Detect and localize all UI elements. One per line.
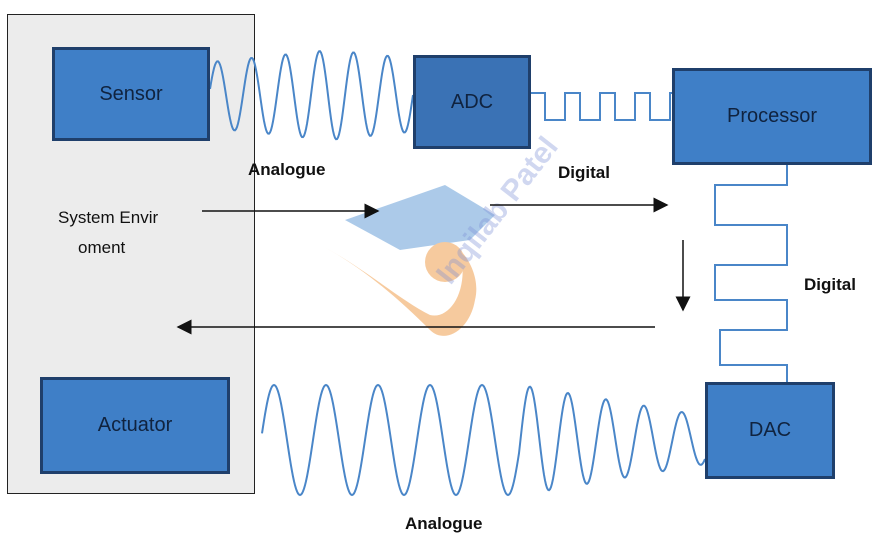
digital-label-right: Digital <box>804 275 856 294</box>
adc-label: ADC <box>450 90 494 113</box>
watermark-head <box>425 242 465 282</box>
processor-label: Processor <box>726 105 818 127</box>
sensor-block: Sensor <box>52 47 210 141</box>
processor-block: Processor <box>672 68 872 165</box>
environment-label-line1: System Envir <box>58 208 159 227</box>
sensor-label: Sensor <box>99 82 163 105</box>
digital-wave-top <box>530 92 672 121</box>
adc-block: ADC <box>413 55 531 149</box>
digital-wave-right <box>714 165 788 385</box>
dac-block: DAC <box>705 382 835 479</box>
analogue-label-bottom: Analogue <box>405 514 483 533</box>
watermark-cap <box>345 185 495 250</box>
analogue-label-top: Analogue <box>248 160 326 179</box>
environment-label: System Envir oment <box>58 203 158 263</box>
digital-label-top: Digital <box>558 163 610 182</box>
analogue-wave-bottom <box>261 383 706 497</box>
actuator-block: Actuator <box>40 377 230 474</box>
dac-label: DAC <box>748 419 792 441</box>
analogue-wave-top <box>209 50 414 141</box>
environment-label-line2: oment <box>78 238 126 257</box>
actuator-label: Actuator <box>97 414 173 436</box>
